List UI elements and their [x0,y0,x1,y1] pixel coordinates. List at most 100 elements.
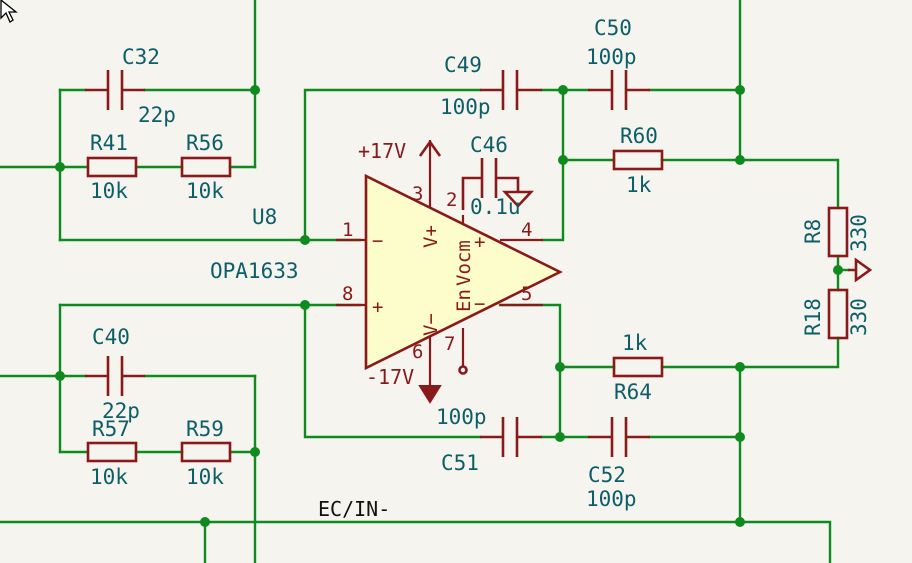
net-label-ec-in[interactable]: EC/IN- [318,497,390,521]
opamp-body [364,173,563,371]
pin-number: 8 [342,283,353,305]
wire[interactable] [738,336,840,369]
pin-number: 7 [444,333,455,355]
junction-dot[interactable] [300,235,310,245]
junction-dot[interactable] [833,265,843,275]
pin-number: 6 [412,341,423,363]
opamp-inv-sign: − [372,230,383,252]
r59-ref: R59 [186,417,224,441]
junction-dot[interactable] [55,371,65,381]
c49-value: 100p [440,95,491,119]
r57-ref: R57 [92,417,130,441]
junction-dot[interactable] [55,162,65,172]
c52-ref: C52 [588,463,626,487]
r56-value: 10k [186,179,224,203]
junction-dot[interactable] [735,155,745,165]
c32-ref: C32 [122,45,160,69]
wire[interactable] [303,88,482,242]
c46-value: 0.1u [470,195,521,219]
wire[interactable] [541,88,565,242]
c46-ref: C46 [470,133,508,157]
junction-dot[interactable] [558,85,568,95]
junction-dot[interactable] [735,85,745,95]
opamp-u8[interactable]: − + V+ V− En Vocm + − 1 8 3 2 4 5 6 7 U8… [210,140,563,388]
junction-dot[interactable] [735,517,745,527]
resistor-r64[interactable]: 1k R64 [612,331,664,404]
power-positive-label: +17V [358,139,406,163]
power-negative[interactable]: -17V [366,365,442,404]
c49-ref: C49 [444,53,482,77]
resistor-r56[interactable]: R56 10k [180,131,232,203]
c40-ref: C40 [92,325,130,349]
opamp-noninv-sign: + [372,296,383,318]
r18-value: 330 [847,298,871,336]
resistor-r57[interactable]: R57 10k [86,417,138,489]
mouse-cursor-icon [0,0,18,23]
pin-number: 4 [521,219,532,241]
ground-symbol[interactable] [848,257,873,283]
opamp-out-plus-sign: + [474,231,485,253]
r60-ref: R60 [620,124,658,148]
r60-value: 1k [626,173,652,197]
junction-dot[interactable] [200,517,210,527]
r57-value: 10k [90,465,128,489]
junction-dot[interactable] [250,447,260,457]
en-pin-open-circle [458,365,468,375]
r18-ref: R18 [801,298,825,336]
power-negative-label: -17V [366,365,414,389]
opamp-en-label: En [453,289,475,312]
opamp-vminus-label: V− [420,313,442,336]
wire[interactable] [58,303,482,439]
junction-dot[interactable] [735,432,745,442]
pin-number: 3 [412,183,423,205]
capacitor-c32[interactable]: C32 22p [85,45,176,127]
resistor-r41[interactable]: R41 10k [86,131,138,203]
r41-value: 10k [90,179,128,203]
capacitor-c52[interactable]: C52 100p [586,417,650,511]
r56-ref: R56 [186,131,224,155]
capacitor-c50[interactable]: C50 100p [586,16,650,110]
r41-ref: R41 [90,131,128,155]
c52-value: 100p [586,487,637,511]
junction-dot[interactable] [555,432,565,442]
opamp-vplus-label: V+ [420,225,442,248]
capacitor-c46[interactable]: C46 0.1u [461,133,534,219]
junction-dot[interactable] [558,155,568,165]
junction-dot[interactable] [735,362,745,372]
r64-ref: R64 [614,380,652,404]
junction-dot[interactable] [250,85,260,95]
pin-number: 1 [342,219,353,241]
c40-value: 22p [102,399,140,423]
capacitor-c51[interactable]: 100p C51 [436,405,542,475]
wire[interactable] [498,303,562,439]
c51-ref: C51 [441,451,479,475]
capacitor-c40[interactable]: C40 22p [85,325,145,423]
junction-dot[interactable] [555,362,565,372]
pin-number: 5 [521,283,532,305]
u8-ref: U8 [252,205,277,229]
junction-dot[interactable] [300,300,310,310]
wires [0,0,850,563]
u8-value: OPA1633 [210,259,299,283]
c51-value: 100p [436,405,487,429]
wire[interactable] [203,520,832,563]
r59-value: 10k [186,465,224,489]
opamp-out-minus-sign: − [474,293,485,315]
r8-ref: R8 [801,219,825,244]
resistor-r60[interactable]: R60 1k [612,124,664,197]
wire[interactable] [738,0,840,210]
c50-value: 100p [586,45,637,69]
resistor-r18[interactable]: R18 330 [801,288,871,340]
capacitor-c49[interactable]: C49 100p [440,53,542,119]
junctions [55,85,843,527]
opamp-vocm-label: Vocm [453,240,475,286]
r8-value: 330 [847,214,871,252]
c50-ref: C50 [594,16,632,40]
resistor-r59[interactable]: R59 10k [180,417,232,489]
c32-value: 22p [138,103,176,127]
pin-number: 2 [446,189,457,211]
power-positive[interactable]: +17V [358,139,442,163]
r64-value: 1k [622,331,648,355]
resistor-r8[interactable]: R8 330 [801,206,871,258]
